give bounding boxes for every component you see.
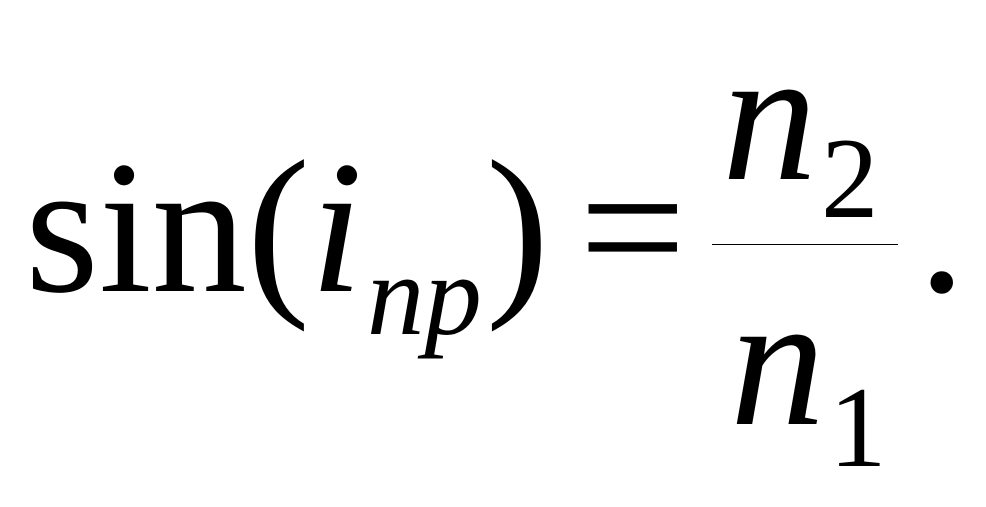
numerator: n2 [722, 11, 879, 236]
fraction-bar [712, 244, 898, 245]
numerator-symbol: n [722, 11, 817, 221]
numerator-index: 2 [821, 115, 879, 242]
left-side: sin(inp)= [25, 123, 687, 353]
period: . [918, 123, 966, 333]
period-row: . [918, 133, 966, 323]
close-paren: ) [485, 123, 550, 333]
sin-function: sin [25, 123, 247, 333]
denominator-index: 1 [829, 364, 887, 491]
angle-subscript: np [366, 232, 482, 359]
angle-variable: i [310, 123, 363, 333]
open-paren: ( [246, 123, 311, 333]
denominator-symbol: n [730, 256, 825, 466]
denominator: n1 [730, 256, 887, 485]
equals-sign: = [579, 123, 687, 333]
